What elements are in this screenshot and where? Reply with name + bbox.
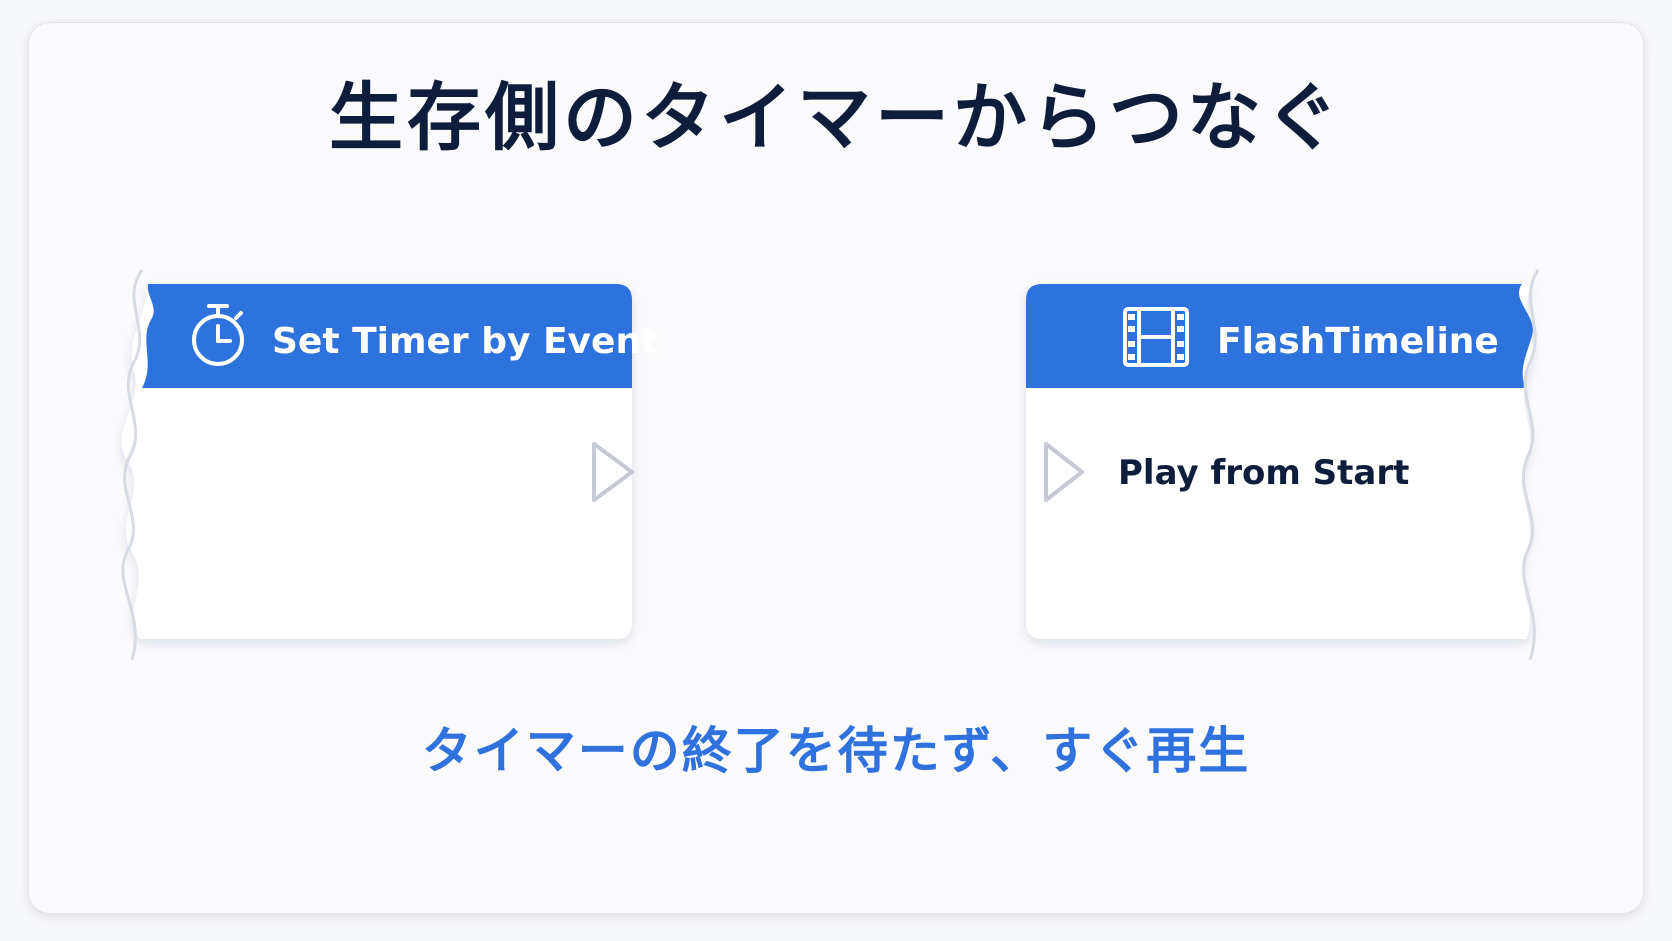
slide-title: 生存側のタイマーからつなぐ: [329, 75, 1343, 161]
node-header: [142, 284, 632, 388]
torn-edge-right: [1521, 269, 1540, 661]
node-set-timer-by-event[interactable]: [121, 284, 632, 639]
slide-subtitle: タイマーの終了を待たず、すぐ再生: [421, 722, 1251, 780]
node-title-right: FlashTimeline: [1217, 321, 1499, 362]
torn-edge-left: [121, 269, 144, 661]
film-strip-icon: [1123, 307, 1189, 367]
pin-label-play-from-start: Play from Start: [1118, 453, 1409, 493]
stopwatch-icon: [192, 304, 244, 366]
node-title-left: Set Timer by Event: [272, 321, 658, 362]
exec-input-pin[interactable]: [1044, 442, 1084, 502]
exec-output-pin[interactable]: [592, 442, 634, 502]
